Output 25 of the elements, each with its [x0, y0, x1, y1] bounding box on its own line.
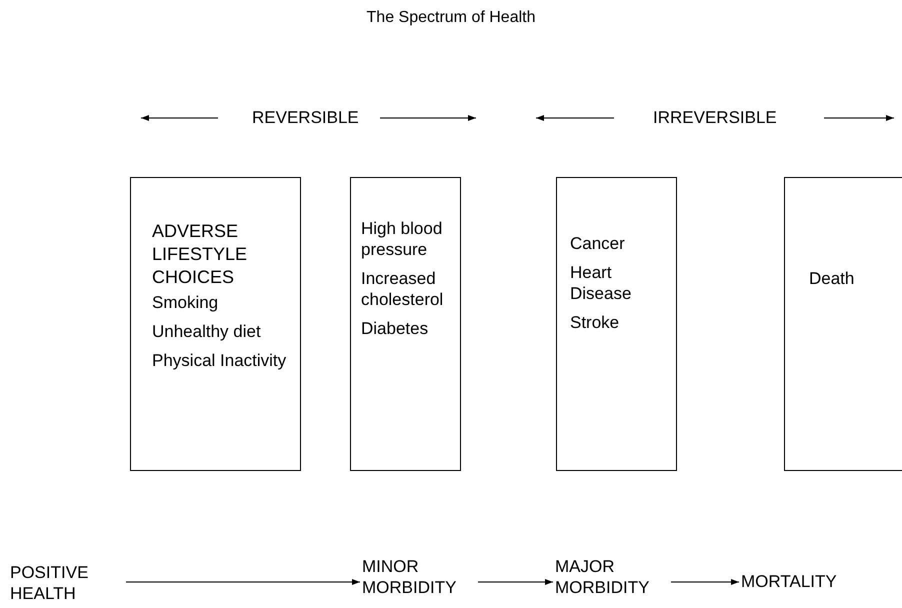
box-item: Death	[809, 268, 854, 289]
stage-box	[784, 177, 902, 471]
box-item: Unhealthy diet	[152, 321, 261, 342]
box-item: Diabetes	[361, 318, 428, 339]
arrow	[126, 579, 360, 585]
box-item: Increased cholesterol	[361, 268, 444, 310]
arrow	[478, 579, 554, 585]
box-item: High blood pressure	[361, 218, 444, 260]
range-label: REVERSIBLE	[252, 108, 359, 128]
stage-box	[556, 177, 677, 471]
stage-label: MAJOR MORBIDITY	[555, 556, 665, 598]
stage-label: POSITIVE HEALTH	[10, 562, 120, 604]
stage-box	[350, 177, 461, 471]
box-item: Physical Inactivity	[152, 350, 286, 371]
stage-box	[130, 177, 301, 471]
box-item: Stroke	[570, 312, 620, 333]
diagram-title: The Spectrum of Health	[366, 9, 536, 27]
box-item: Smoking	[152, 292, 218, 313]
range-label: IRREVERSIBLE	[653, 108, 777, 128]
box-item: Heart Disease	[570, 262, 632, 304]
box-heading: ADVERSE LIFESTYLE CHOICES	[152, 220, 248, 289]
stage-label: MORTALITY	[741, 571, 837, 592]
arrow	[670, 579, 740, 585]
box-item: Cancer	[570, 233, 625, 254]
stage-label: MINOR MORBIDITY	[362, 556, 472, 598]
